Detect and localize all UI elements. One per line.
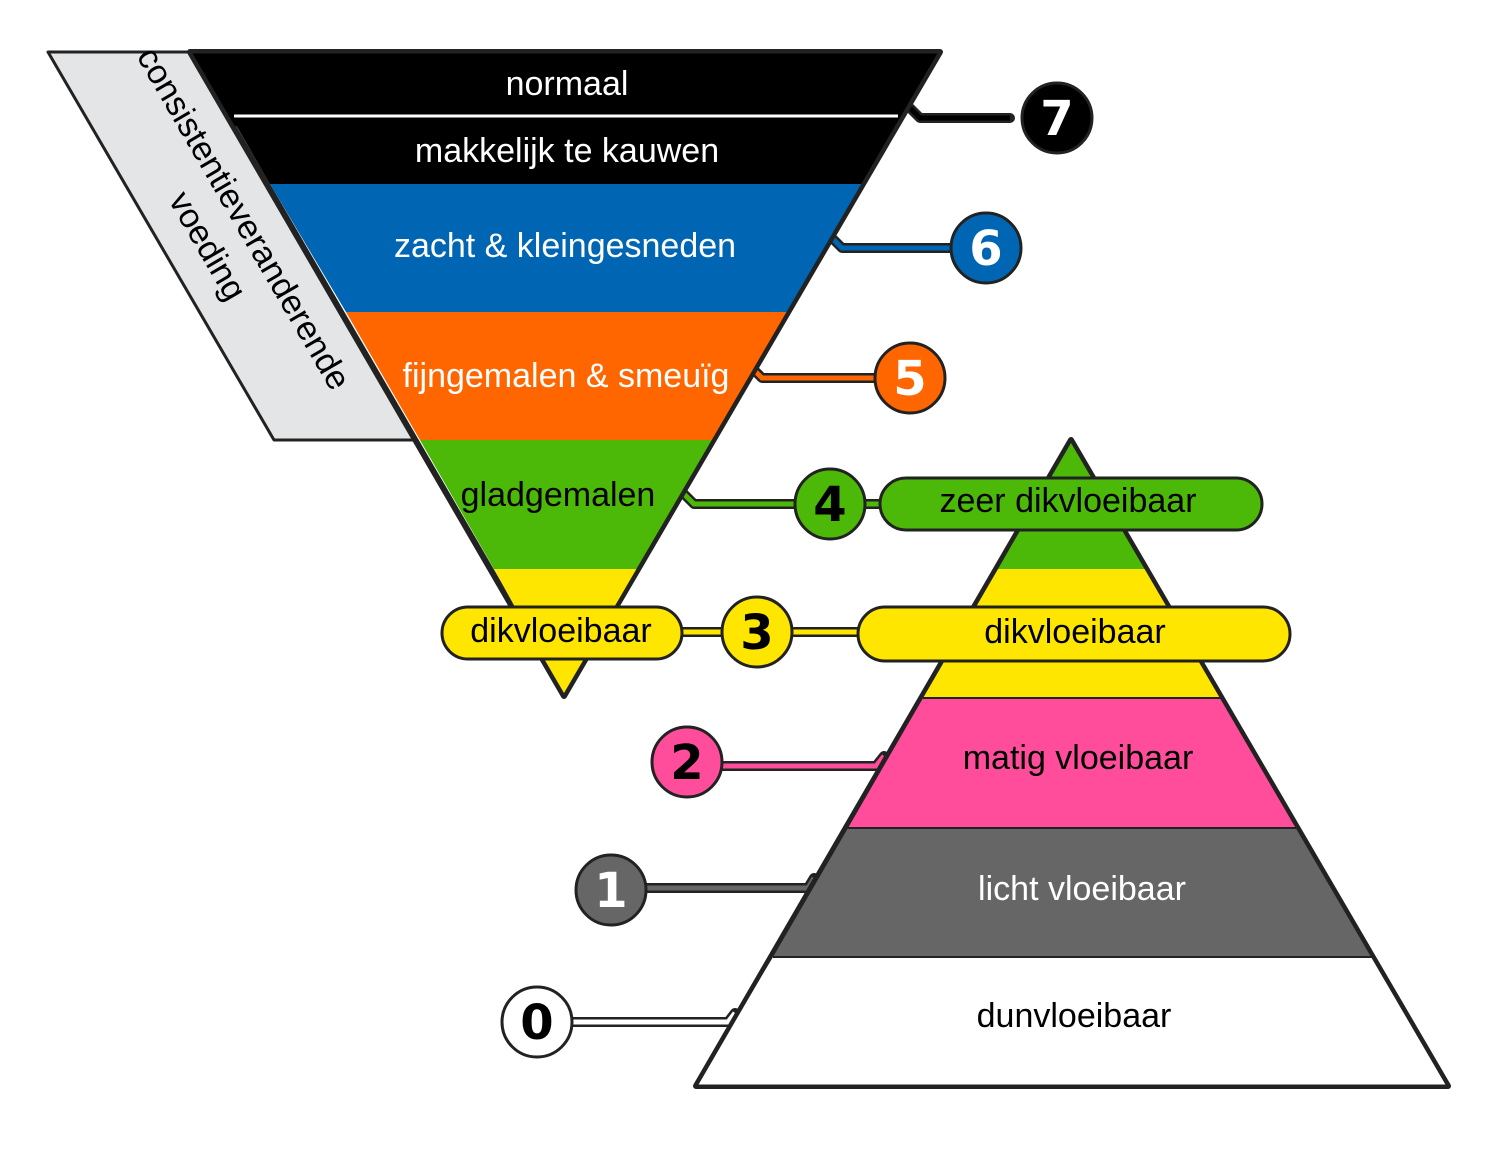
food-band-pureed bbox=[420, 440, 712, 569]
food-funnel: normaal makkelijk te kauwen zacht & klei… bbox=[187, 49, 943, 699]
food-label-minced-moist: fijngemalen & smeuïg bbox=[403, 357, 730, 395]
drinks-pyramid: matig vloeibaar licht vloeibaar dunvloei… bbox=[693, 437, 1451, 1089]
drink-band-thin bbox=[696, 957, 1448, 1086]
food-band-easy-to-chew bbox=[232, 118, 901, 184]
badge-6: 6 bbox=[949, 211, 1023, 285]
food-band-normal bbox=[190, 52, 940, 126]
drink-pill-moderately-thick: dikvloeibaar bbox=[856, 605, 1292, 663]
food-label-easy-to-chew: makkelijk te kauwen bbox=[415, 132, 719, 170]
drink-band-mildly-thick bbox=[848, 698, 1297, 828]
badge-1-text: 1 bbox=[594, 863, 627, 919]
badge-2: 2 bbox=[650, 725, 724, 799]
drink-label-mildly-thick: matig vloeibaar bbox=[963, 739, 1194, 777]
food-label-liquidised: dikvloeibaar bbox=[470, 612, 651, 650]
badge-7-text: 7 bbox=[1040, 91, 1073, 147]
badge-5-text: 5 bbox=[893, 351, 926, 407]
badge-1: 1 bbox=[574, 853, 648, 927]
badge-4-text: 4 bbox=[813, 477, 846, 533]
badge-0-text: 0 bbox=[520, 995, 553, 1051]
badge-3-text: 3 bbox=[740, 605, 773, 661]
badge-3: 3 bbox=[720, 595, 794, 669]
food-label-soft-bite-sized: zacht & kleingesneden bbox=[394, 227, 736, 265]
number-badges: 7 6 5 4 3 2 1 0 bbox=[500, 81, 1094, 1059]
food-band-minced-moist bbox=[346, 312, 787, 440]
drink-band-slightly-thick bbox=[773, 828, 1373, 957]
food-band-soft-bite-sized bbox=[270, 184, 862, 312]
food-label-pureed: gladgemalen bbox=[461, 476, 656, 514]
drink-label-extremely-thick: zeer dikvloeibaar bbox=[939, 482, 1196, 520]
drink-pill-extremely-thick: zeer dikvloeibaar bbox=[878, 476, 1264, 532]
food-pill-liquidised: dikvloeibaar bbox=[440, 605, 684, 661]
badge-0: 0 bbox=[500, 985, 574, 1059]
food-label-normal: normaal bbox=[506, 65, 629, 103]
drink-label-moderately-thick: dikvloeibaar bbox=[984, 613, 1165, 651]
badge-4: 4 bbox=[793, 467, 867, 541]
drink-label-slightly-thick: licht vloeibaar bbox=[978, 870, 1186, 908]
badge-6-text: 6 bbox=[969, 221, 1002, 277]
badge-5: 5 bbox=[873, 341, 947, 415]
badge-2-text: 2 bbox=[670, 735, 703, 791]
badge-7: 7 bbox=[1020, 81, 1094, 155]
drink-label-thin: dunvloeibaar bbox=[977, 997, 1172, 1035]
